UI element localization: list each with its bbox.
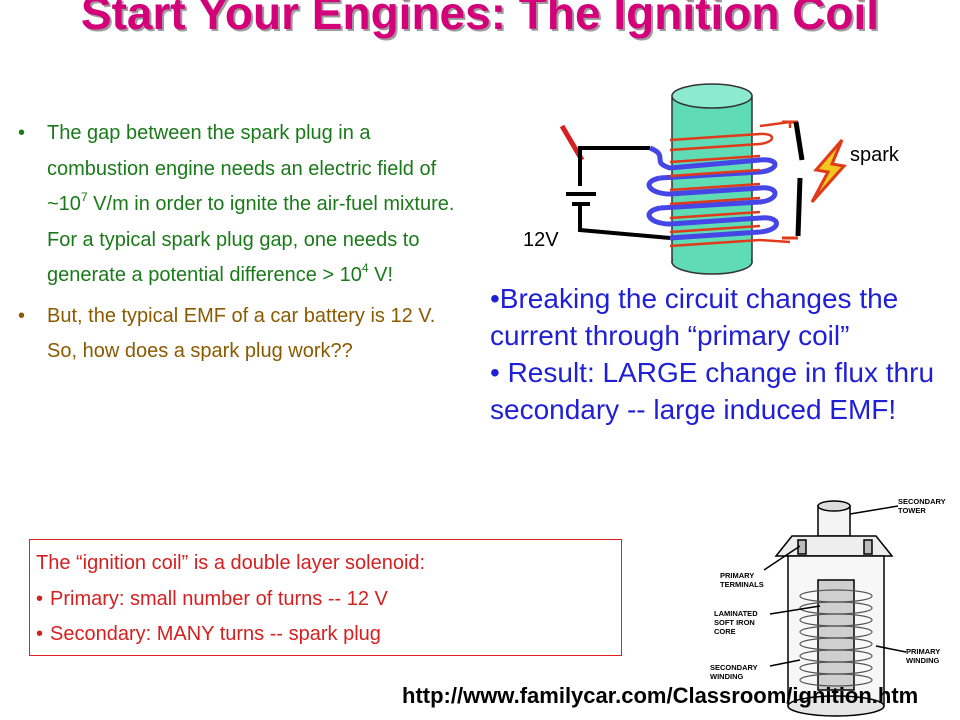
- ignition-coil-summary-box: The “ignition coil” is a double layer so…: [29, 539, 622, 656]
- spark-icon: [810, 139, 847, 203]
- label-secondary-winding-2: WINDING: [710, 672, 743, 681]
- exponent: 4: [361, 261, 369, 275]
- page-title: Start Your Engines: The Ignition Coil: [80, 0, 880, 39]
- coil-windings: [799, 589, 873, 687]
- left-bullet-list: • The gap between the spark plug in a co…: [18, 116, 466, 375]
- bullet-spark-gap: • The gap between the spark plug in a co…: [18, 116, 466, 294]
- leader-core: [769, 605, 821, 615]
- explanation-result: • Result: LARGE change in flux thru seco…: [490, 357, 935, 425]
- explanation-breaking-circuit: •Breaking the circuit changes the curren…: [490, 283, 899, 351]
- bullet-marker: •: [18, 122, 26, 144]
- bullet-text: But, the typical EMF of a car battery is…: [47, 304, 436, 363]
- spark-electrode-bottom: [795, 177, 803, 237]
- leader-primary: [875, 645, 907, 653]
- primary-terminal: [863, 539, 873, 555]
- bullet-marker: •: [36, 588, 44, 610]
- primary-wire-bottom: [578, 204, 671, 240]
- bullet-text: The gap between the spark plug in a comb…: [47, 122, 437, 215]
- bullet-battery-emf: • But, the typical EMF of a car battery …: [18, 299, 466, 370]
- label-primary-terminals-1: PRIMARY: [720, 571, 754, 580]
- solenoid-top: [671, 83, 753, 109]
- label-secondary-winding-1: SECONDARY: [710, 663, 758, 672]
- label-core-3: CORE: [714, 627, 736, 636]
- bullet-marker: •: [18, 304, 26, 327]
- bullet-marker: •: [36, 623, 44, 645]
- primary-wire-top: [578, 146, 650, 162]
- spark-label: spark: [850, 144, 899, 166]
- label-secondary-tower-1: SECONDARY: [898, 497, 946, 506]
- label-core-1: LAMINATED: [714, 609, 758, 618]
- bullet-text-end: V!: [368, 264, 394, 286]
- label-secondary-tower-2: TOWER: [898, 506, 926, 515]
- summary-item-text: Primary: small number of turns -- 12 V: [50, 588, 388, 610]
- source-url: http://www.familycar.com/Classroom/ignit…: [402, 683, 919, 708]
- label-primary-winding-2: WINDING: [906, 656, 939, 665]
- coil-cap: [774, 535, 894, 557]
- summary-item-text: Secondary: MANY turns -- spark plug: [50, 623, 381, 645]
- primary-coil: [646, 145, 779, 241]
- leader-secondary: [769, 659, 801, 667]
- summary-lead: The “ignition coil” is a double layer so…: [36, 552, 426, 574]
- summary-item-secondary: • Secondary: MANY turns -- spark plug: [36, 617, 621, 652]
- ignition-circuit-diagram: [559, 83, 847, 275]
- ignition-coil-cutaway-illustration: SECONDARY TOWER PRIMARY TERMINALS LAMINA…: [710, 497, 946, 717]
- leader-tower: [849, 505, 899, 515]
- core: [817, 579, 855, 691]
- voltage-label: 12V: [523, 229, 559, 251]
- bullet-text-cont: V/m in order to ignite the air-fuel mixt…: [47, 193, 455, 286]
- spark-electrode-top: [793, 121, 805, 161]
- exponent: 7: [80, 190, 88, 204]
- label-core-2: SOFT IRON: [714, 618, 755, 627]
- label-primary-terminals-2: TERMINALS: [720, 580, 764, 589]
- solenoid-bottom-fill: [673, 248, 751, 262]
- explanation-text: •Breaking the circuit changes the curren…: [490, 280, 950, 428]
- summary-item-primary: • Primary: small number of turns -- 12 V: [36, 582, 621, 617]
- label-primary-winding-1: PRIMARY: [906, 647, 940, 656]
- leader-terminals: [763, 545, 801, 571]
